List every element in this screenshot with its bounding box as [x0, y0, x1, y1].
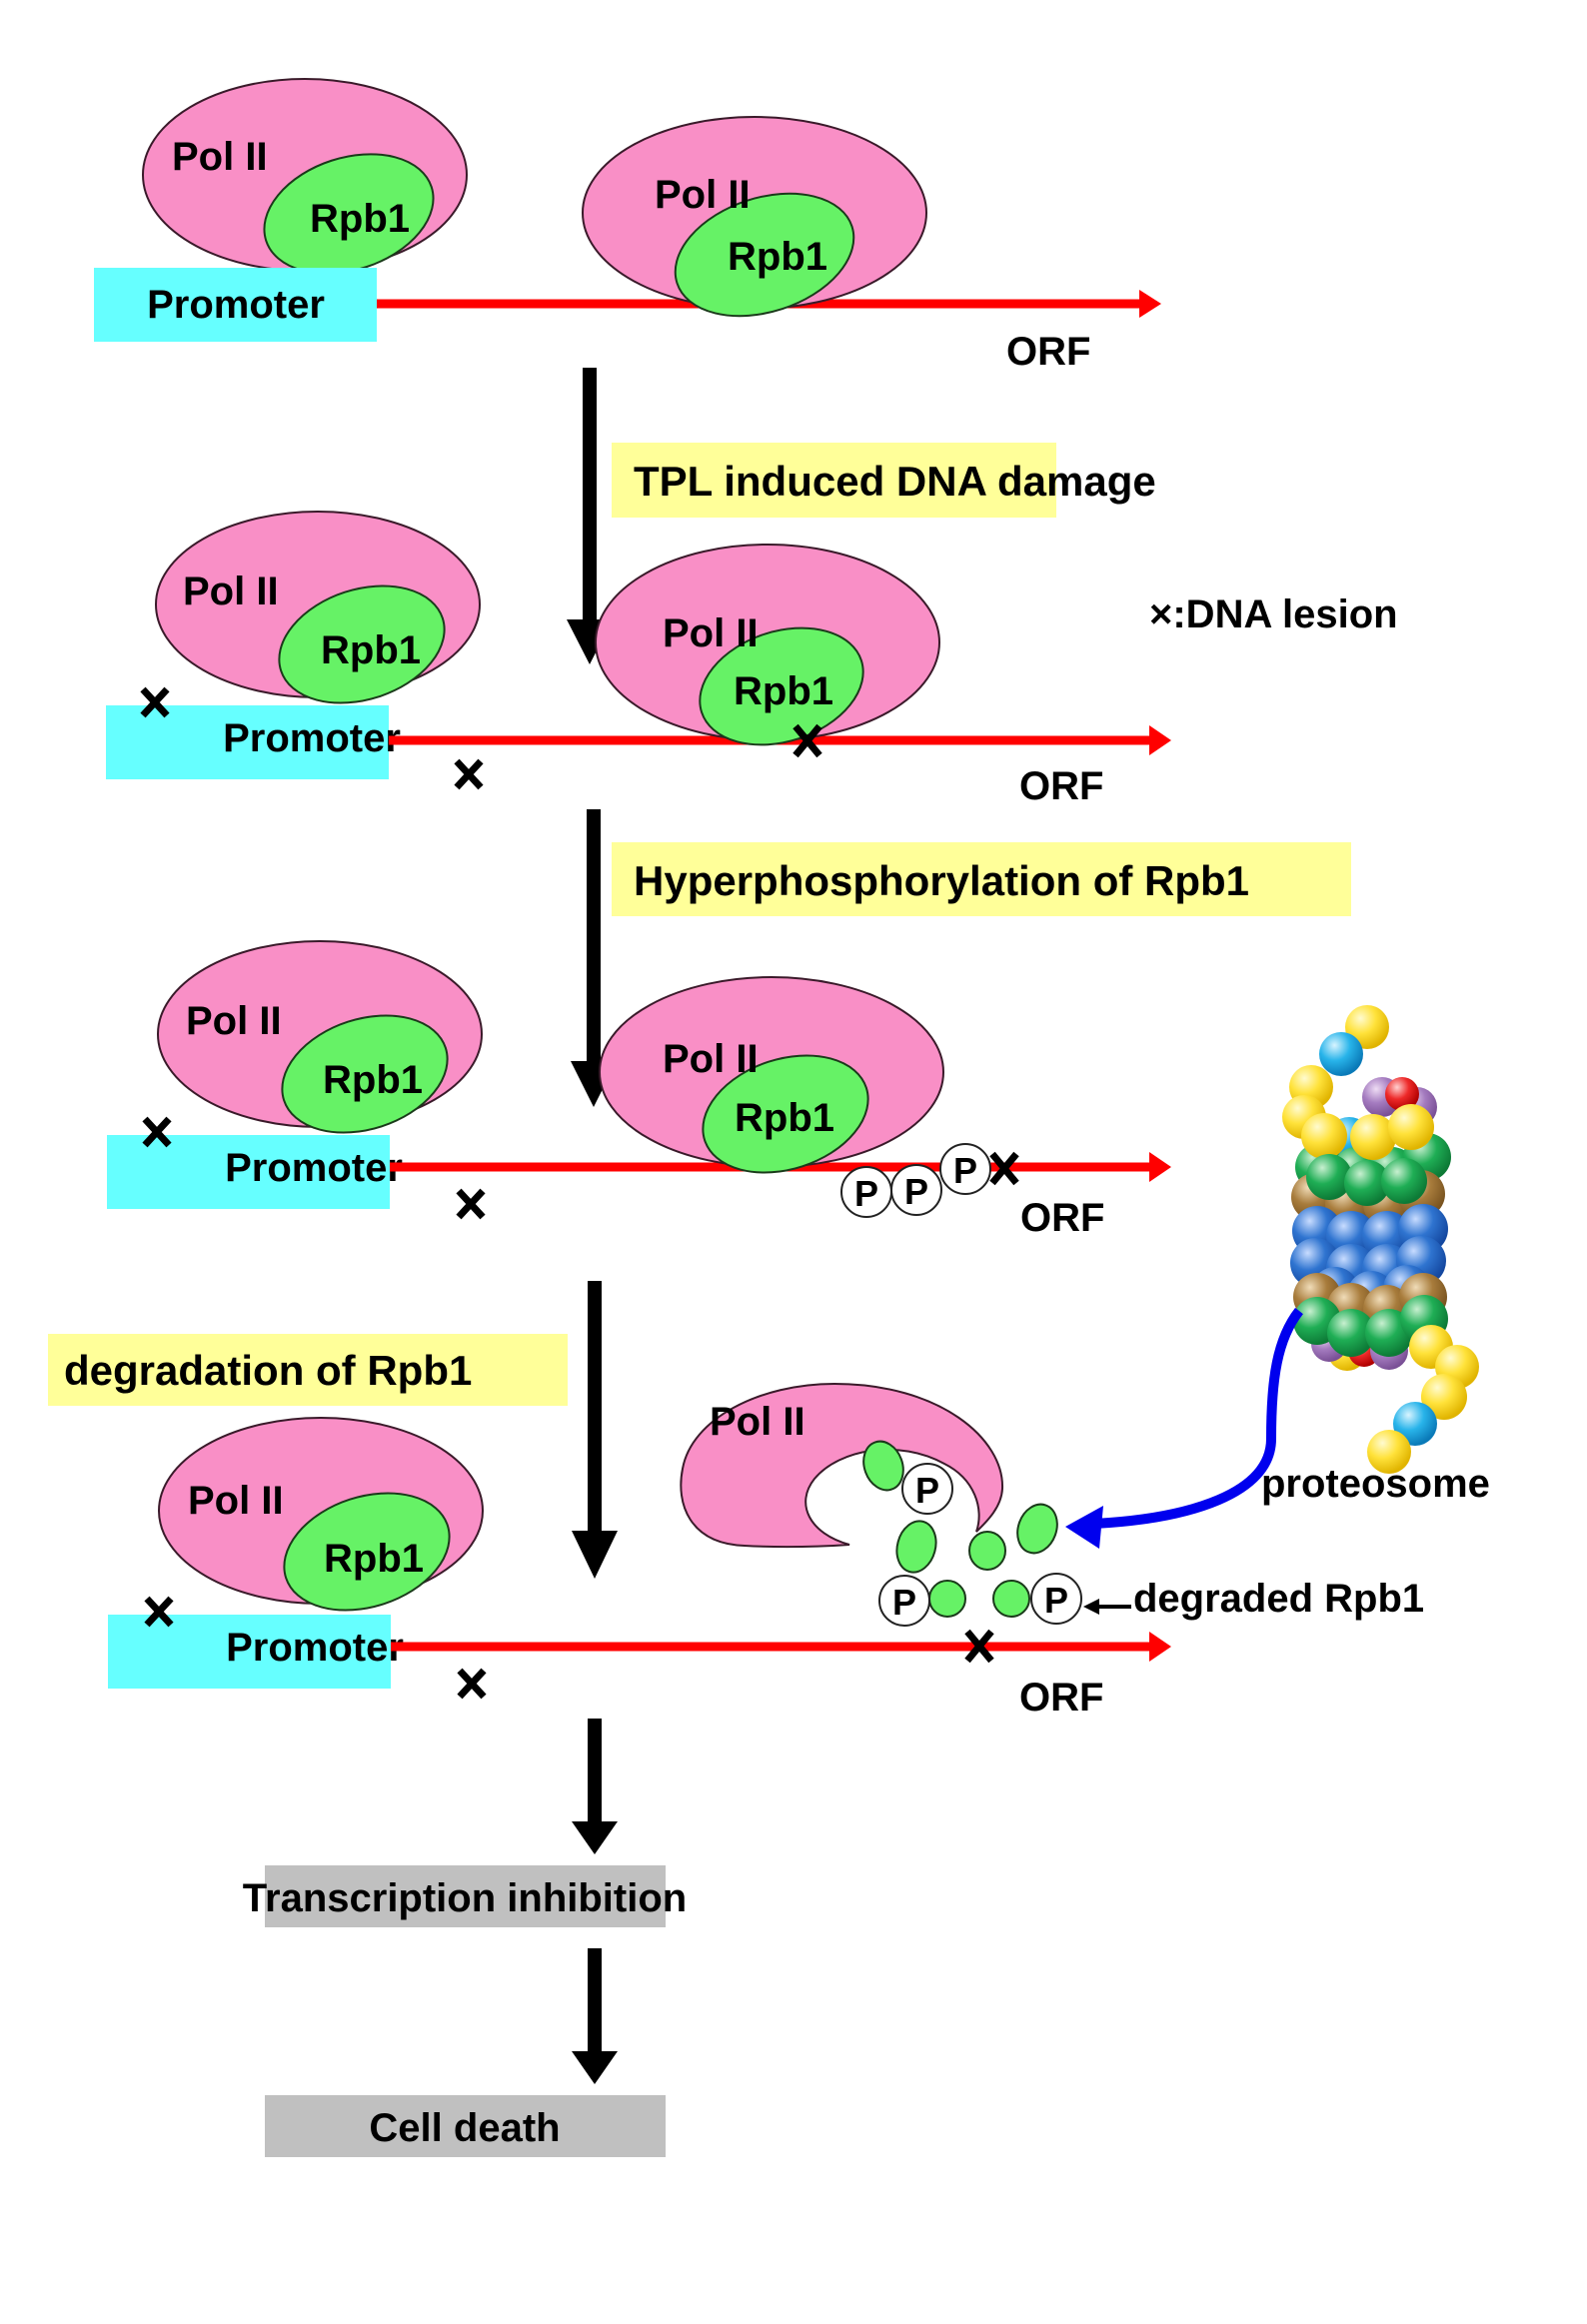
proteasome-ring-green-bottom: [1293, 1295, 1448, 1357]
rpb1-label: Rpb1: [310, 197, 410, 241]
promoter-label: Promoter: [226, 1626, 404, 1670]
promoter-label: Promoter: [225, 1146, 403, 1190]
stage-degradation: Pol II Rpb1 Promoter ORF Pol II P P: [108, 1382, 1424, 1720]
promoter-box: [108, 1615, 391, 1689]
step-label-text: Hyperphosphorylation of Rpb1: [634, 857, 1249, 904]
degraded-rpb1-fragments: [862, 1440, 1058, 1618]
svg-text:P: P: [915, 1470, 939, 1511]
svg-text:P: P: [854, 1173, 878, 1214]
dna-arrowhead-icon: [1149, 725, 1171, 755]
orf-label: ORF: [1019, 1676, 1103, 1720]
phosphate-group: P: [1030, 1573, 1082, 1625]
rpb1-shape: [283, 1492, 451, 1612]
dna-lesion-icon: [456, 1188, 486, 1220]
proteasome-label: proteosome: [1261, 1462, 1490, 1506]
outcome-label: Cell death: [369, 2106, 560, 2150]
dna-arrowhead-icon: [1139, 290, 1161, 318]
promoter-box: [107, 1135, 390, 1209]
dna-lesion-icon: [989, 1151, 1019, 1186]
proteasome-arrow-icon: [1093, 1307, 1304, 1529]
promoter-box: [106, 705, 389, 779]
rpb1-shape: [674, 192, 855, 318]
step-label-dna-damage: TPL induced DNA damage: [612, 443, 1156, 518]
promoter-label: Promoter: [223, 716, 401, 760]
promoter-box: [94, 268, 377, 342]
svg-text:P: P: [1044, 1580, 1068, 1621]
phosphate-group: P: [840, 1166, 892, 1218]
pol-ii-label: Pol II: [655, 173, 751, 217]
rpb1-label: Rpb1: [324, 1537, 424, 1581]
svg-text:P: P: [953, 1150, 977, 1191]
step-label-text: TPL induced DNA damage: [634, 458, 1156, 505]
orf-label: ORF: [1020, 1196, 1104, 1240]
orf-label: ORF: [1006, 330, 1090, 374]
rpb1-shape: [702, 1054, 869, 1174]
promoter-pol-complex: Pol II Rpb1: [142, 78, 468, 275]
flow-arrow-icon: [572, 1948, 618, 2084]
elongating-pol-complex: Pol II Rpb1: [582, 116, 927, 318]
pol-ii-label: Pol II: [172, 135, 268, 179]
pol-ii-label: Pol II: [663, 1037, 759, 1081]
dna-lesion-icon: [140, 686, 170, 718]
phosphate-group: P: [890, 1164, 942, 1216]
degraded-rpb1-label: degraded Rpb1: [1133, 1577, 1424, 1621]
dna-lesion-icon: [964, 1629, 994, 1664]
rpb1-label: Rpb1: [735, 1096, 834, 1140]
promoter-label: Promoter: [147, 283, 325, 327]
dna-lesion-icon: [793, 723, 822, 758]
pointer-arrow-icon: [1083, 1599, 1131, 1615]
phosphate-group: P: [901, 1463, 953, 1515]
phosphate-group: P: [939, 1143, 991, 1195]
orf-label: ORF: [1019, 764, 1103, 808]
dna-arrowhead-icon: [1149, 1632, 1171, 1662]
pol-ii-label: Pol II: [710, 1400, 805, 1444]
pol-ii-label: Pol II: [663, 611, 759, 655]
svg-text:P: P: [904, 1171, 928, 1212]
flow-arrow-icon: [572, 1719, 618, 1854]
stage-initial: Pol II Rpb1 Promoter Pol II Rpb1 ORF: [94, 78, 1161, 374]
outcome-transcription-inhibition: Transcription inhibition: [243, 1865, 687, 1927]
proteasome-arrowhead-icon: [1065, 1506, 1103, 1549]
pol-ii-label: Pol II: [186, 999, 282, 1043]
dna-lesion-icon: [142, 1116, 172, 1148]
outcome-label: Transcription inhibition: [243, 1876, 687, 1920]
step-label-degradation: degradation of Rpb1: [48, 1334, 568, 1406]
dna-arrowhead-icon: [1149, 1152, 1171, 1182]
rpb1-label: Rpb1: [321, 628, 421, 672]
outcome-cell-death: Cell death: [265, 2095, 666, 2157]
stage-hyperphosphorylation: Pol II Rpb1 Promoter Pol II Rpb1 P P P O…: [107, 940, 1171, 1240]
stage-dna-damage: Pol II Rpb1 Promoter Pol II Rpb1 ORF ×:D…: [106, 511, 1398, 808]
pol-ii-label: Pol II: [188, 1479, 284, 1523]
legend-dna-lesion: ×:DNA lesion: [1149, 592, 1398, 636]
step-label-hyperphosphorylation: Hyperphosphorylation of Rpb1: [612, 842, 1351, 916]
rpb1-label: Rpb1: [323, 1058, 423, 1102]
pol-ii-label: Pol II: [183, 570, 279, 613]
pol-ii-open-shape: [680, 1382, 1004, 1549]
proteasome-icon: [1282, 1005, 1479, 1474]
svg-text:P: P: [892, 1582, 916, 1623]
phosphate-group: P: [878, 1575, 930, 1627]
rpb1-label: Rpb1: [728, 235, 827, 279]
dna-lesion-icon: [144, 1596, 174, 1628]
rpb1-shape: [263, 153, 435, 275]
dna-lesion-icon: [454, 758, 484, 790]
rpb1-shape: [278, 584, 446, 704]
step-label-text: degradation of Rpb1: [64, 1347, 472, 1394]
flow-arrow-icon: [572, 1281, 618, 1579]
rpb1-shape: [281, 1014, 449, 1134]
rpb1-shape: [699, 626, 864, 746]
dna-lesion-icon: [457, 1668, 487, 1700]
rpb1-label: Rpb1: [734, 669, 833, 713]
